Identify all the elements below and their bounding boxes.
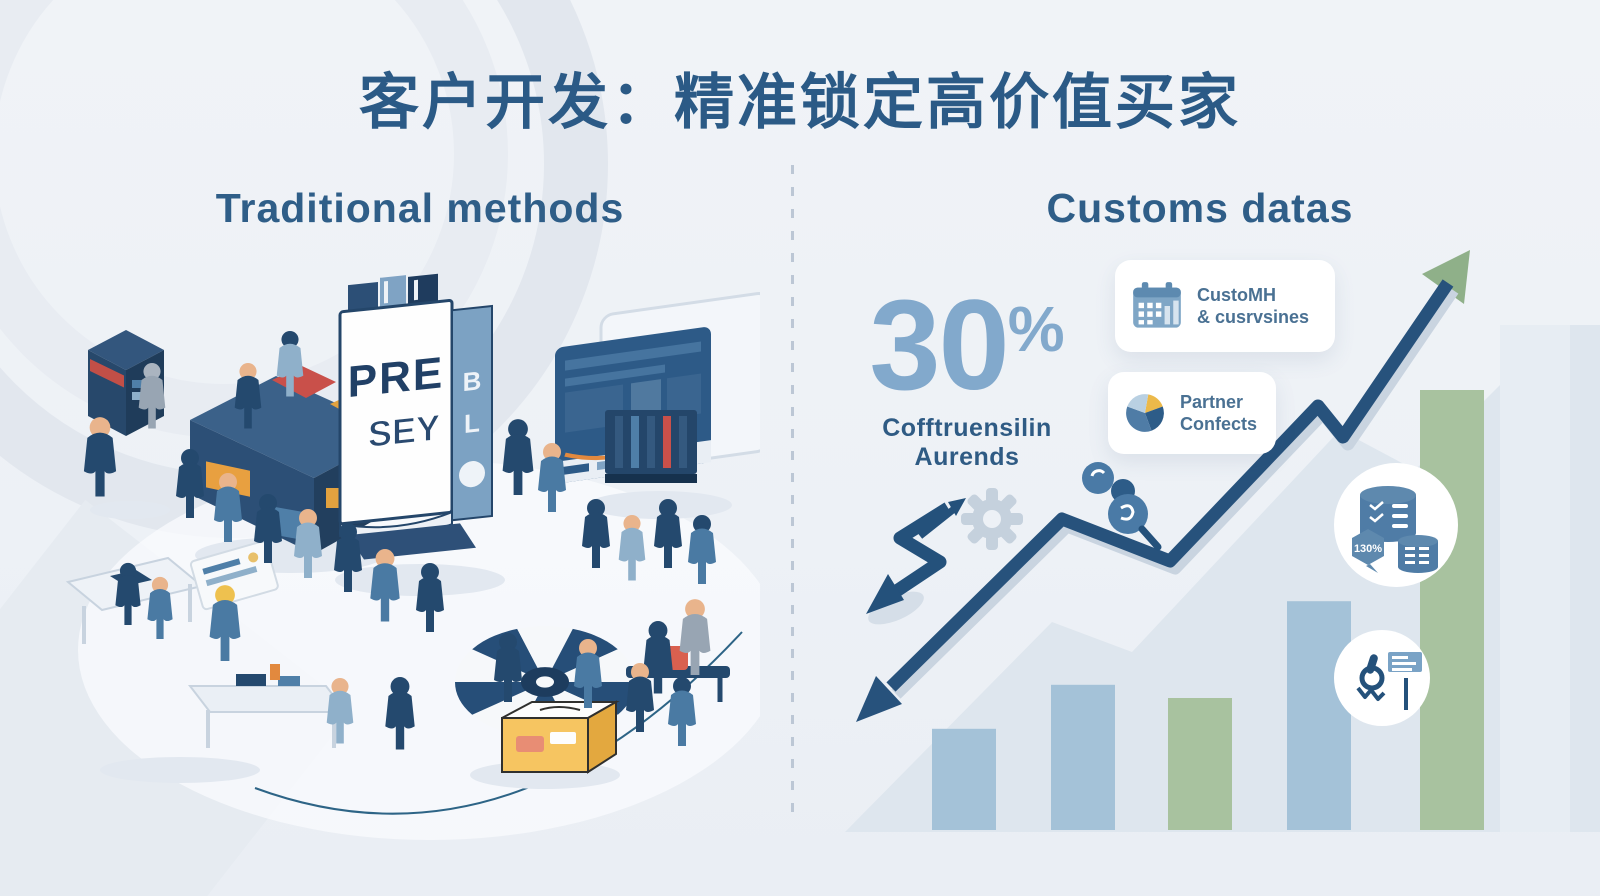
person-figure <box>294 509 322 578</box>
left-section-heading: Traditional methods <box>215 185 625 231</box>
person-figure <box>147 576 173 639</box>
gear-icon <box>961 488 1023 550</box>
tradeshow-illustration: PRE SEY B L <box>65 273 760 840</box>
press-side-letter-l: L <box>464 407 480 439</box>
person-figure <box>234 362 262 429</box>
hand-click-badge <box>1334 630 1430 726</box>
customs-card: CustoMH & cusrvsines <box>1115 260 1335 352</box>
person-figure <box>538 443 566 512</box>
bar <box>1168 698 1232 830</box>
person-figure <box>214 473 242 542</box>
pale-column <box>1500 325 1570 832</box>
hand-click-icon <box>1356 652 1422 710</box>
vendor-cart <box>501 700 620 774</box>
person-figure <box>679 599 711 675</box>
crowd <box>83 330 716 750</box>
person-figure <box>626 663 654 732</box>
person-figure <box>654 499 682 568</box>
person-figure <box>502 419 534 495</box>
stat-block: 30% Cofftruensilin Aurends <box>832 282 1102 472</box>
person-figure <box>326 677 354 744</box>
person-figure <box>370 549 400 622</box>
person-figure <box>385 677 415 750</box>
person-figure <box>209 585 241 661</box>
bar <box>1420 390 1484 830</box>
person-figure <box>138 362 166 429</box>
partner-card-line2: Confects <box>1180 414 1258 434</box>
database-badge: 130% <box>1334 463 1458 587</box>
person-figure <box>688 515 716 584</box>
clothing-rack <box>605 410 697 483</box>
person-figure <box>618 514 646 581</box>
person-figure <box>276 330 304 397</box>
press-side-letter-o <box>459 461 485 488</box>
press-sign-line2: SEY <box>368 407 440 455</box>
page-title: 客户开发：精准锁定高价值买家 <box>359 68 1241 138</box>
customs-card-line1: CustoMH <box>1197 284 1276 305</box>
person-figure <box>668 677 696 746</box>
bar-series <box>932 390 1484 830</box>
person-figure <box>416 563 444 632</box>
customs-card-label: CustoMH & cusrvsines <box>1197 284 1309 329</box>
press-stand: PRE SEY B L <box>338 273 493 560</box>
trend-line-shadow <box>891 286 1459 699</box>
person-figure <box>115 562 141 625</box>
stat-number: 30 <box>869 274 1009 417</box>
trend-line <box>886 279 1454 692</box>
badge-percent-label: 130% <box>1354 543 1382 555</box>
person-figure <box>83 417 117 497</box>
press-sign-line1: PRE <box>348 348 444 407</box>
person-figure <box>254 494 282 563</box>
section-divider <box>791 165 794 815</box>
database-stack-icon: 130% <box>1352 486 1438 573</box>
trend-start-arrowhead <box>856 676 902 722</box>
person-figure <box>176 449 204 518</box>
growth-chart: 130% <box>845 250 1600 832</box>
person-figure <box>582 499 610 568</box>
pie-chart-icon <box>1126 394 1164 432</box>
bar <box>932 728 996 830</box>
person-figure <box>494 633 522 702</box>
bar <box>1051 684 1115 830</box>
person-figure <box>643 621 673 694</box>
stat-value: 30% <box>832 282 1102 410</box>
zigzag-arrow-icon <box>866 502 952 625</box>
bar <box>1287 601 1351 830</box>
trend-end-arrowhead <box>1422 250 1470 304</box>
calendar-bar-chart-icon <box>1133 282 1181 328</box>
stat-percent-sign: % <box>1007 293 1065 365</box>
person-figure <box>334 523 362 592</box>
partner-card-label: Partner Confects <box>1180 391 1257 436</box>
press-side-letter-b: B <box>463 365 482 397</box>
right-section-heading: Customs datas <box>1046 185 1354 231</box>
partner-card-line1: Partner <box>1180 391 1244 412</box>
stat-label: Cofftruensilin Aurends <box>882 414 1052 471</box>
partner-card: Partner Confects <box>1108 372 1276 454</box>
customs-card-line2: & cusrvsines <box>1197 307 1310 327</box>
up-arrow-icon <box>917 498 966 539</box>
person-figure <box>574 639 602 708</box>
magnifier-coins-icon <box>1082 462 1162 551</box>
